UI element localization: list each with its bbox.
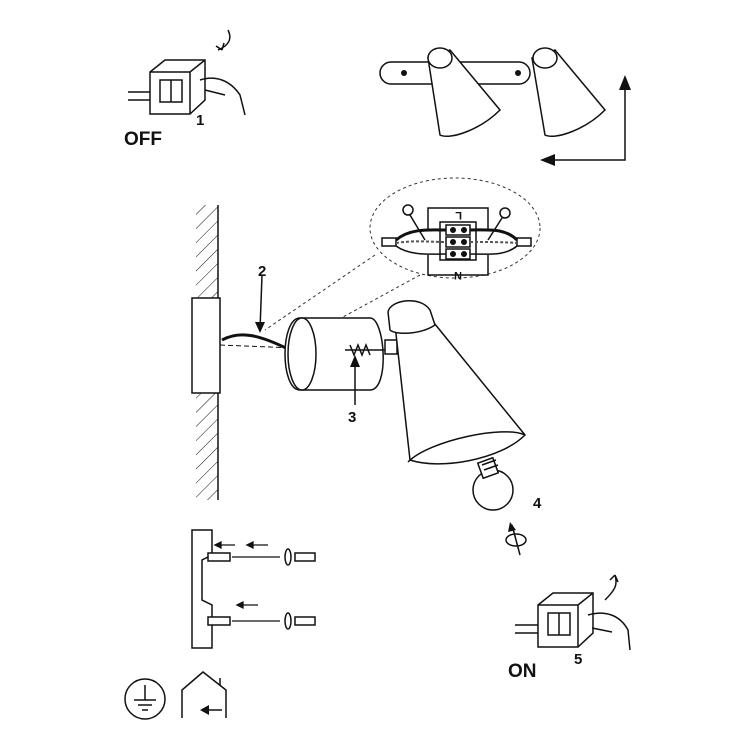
- step-4-label: 4: [533, 495, 542, 512]
- step-5-label: 5: [574, 651, 582, 668]
- terminal-block-icon: L N: [264, 177, 541, 336]
- ground-icon: [124, 678, 166, 720]
- off-label: OFF: [124, 129, 162, 150]
- neutral-label: N: [454, 269, 462, 281]
- indoor-use-icon: [181, 671, 227, 718]
- spotlight-icon: [284, 300, 527, 465]
- two-spot-fixture-icon: [379, 47, 607, 137]
- step-3-label: 3: [348, 409, 356, 426]
- switch-off-icon: [128, 29, 246, 116]
- step-2-label: 2: [258, 263, 266, 280]
- wall-plug-icon: [191, 529, 316, 649]
- rotate-arrow-icon: [505, 522, 527, 556]
- bulb-icon: [472, 456, 514, 511]
- step-1-label: 1: [196, 112, 204, 129]
- live-label: L: [455, 209, 462, 221]
- switch-on-icon: [515, 574, 631, 651]
- on-label: ON: [508, 661, 537, 682]
- rotation-arrows-icon: [540, 75, 631, 166]
- wall-icon: [191, 205, 221, 500]
